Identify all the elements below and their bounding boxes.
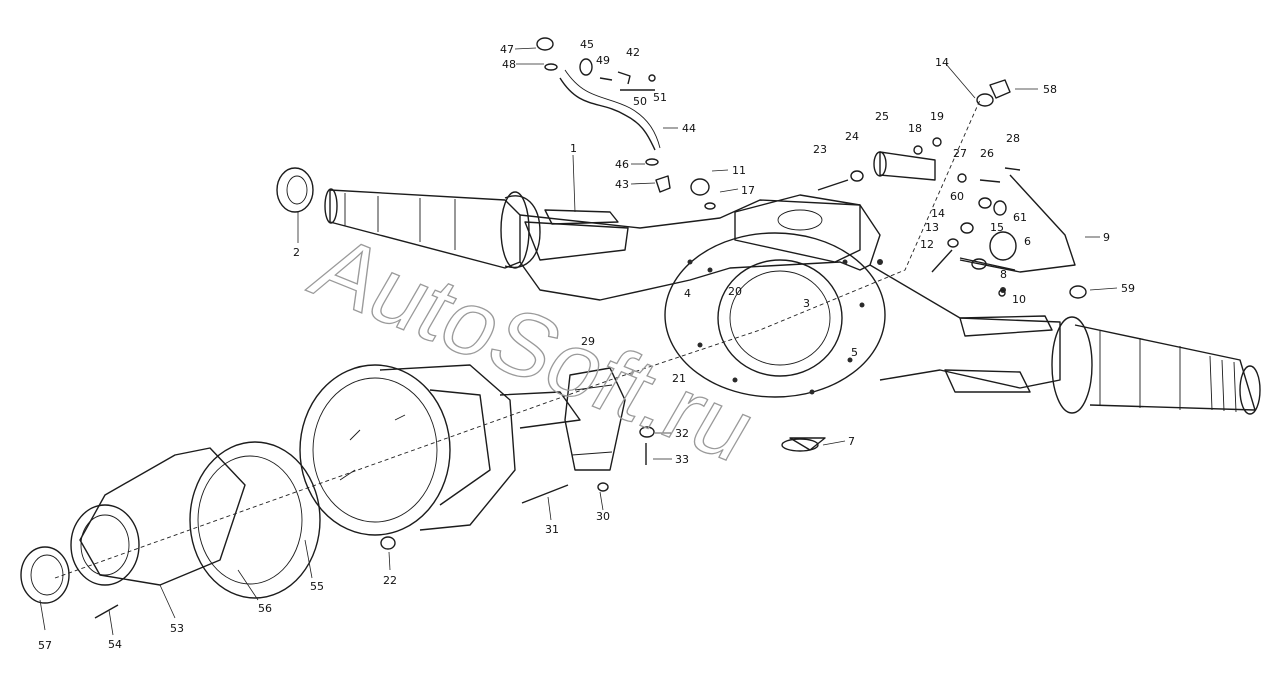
small-hardware [94, 37, 1087, 619]
label-53: 53 [170, 622, 184, 635]
label-49: 49 [596, 54, 610, 67]
label-23: 23 [813, 143, 827, 156]
label-42: 42 [626, 46, 640, 59]
alignment-line [54, 99, 981, 579]
label-59: 59 [1121, 282, 1135, 295]
label-58: 58 [1043, 83, 1057, 96]
label-20: 20 [728, 285, 742, 298]
rear-cover [70, 441, 321, 599]
label-47: 47 [500, 43, 514, 56]
label-33: 33 [675, 453, 689, 466]
label-32: 32 [675, 427, 689, 440]
label-26: 26 [980, 147, 994, 160]
label-2: 2 [293, 246, 300, 259]
brake-cylinder [873, 151, 936, 181]
label-14-top: 14 [935, 56, 949, 69]
label-43: 43 [615, 178, 629, 191]
label-46: 46 [615, 158, 629, 171]
breather-hose [559, 69, 661, 151]
label-12: 12 [920, 238, 934, 251]
label-31: 31 [545, 523, 559, 536]
label-50: 50 [633, 95, 647, 108]
label-8: 8 [1000, 268, 1007, 281]
label-6: 6 [1024, 235, 1031, 248]
hub-nut-ring [276, 167, 314, 213]
cross-shaft [959, 174, 1076, 273]
label-28: 28 [1006, 132, 1020, 145]
label-29: 29 [581, 335, 595, 348]
label-51: 51 [653, 91, 667, 104]
label-15: 15 [990, 221, 1004, 234]
label-7: 7 [848, 435, 855, 448]
axle-housing [324, 188, 1261, 415]
label-27: 27 [953, 147, 967, 160]
oil-seal-ring [20, 546, 70, 604]
label-4: 4 [684, 287, 691, 300]
label-44: 44 [682, 122, 696, 135]
label-5: 5 [851, 346, 858, 359]
label-10: 10 [1012, 293, 1026, 306]
label-57: 57 [38, 639, 52, 652]
label-56: 56 [258, 602, 272, 615]
label-11: 11 [732, 164, 746, 177]
label-60: 60 [950, 190, 964, 203]
differential-carrier [299, 364, 626, 536]
leader-lines [39, 47, 1118, 636]
label-9: 9 [1103, 231, 1110, 244]
label-21: 21 [672, 372, 686, 385]
label-13: 13 [925, 221, 939, 234]
label-48: 48 [502, 58, 516, 71]
label-54: 54 [108, 638, 122, 651]
label-19: 19 [930, 110, 944, 123]
label-14-mid: 14 [931, 207, 945, 220]
label-22: 22 [383, 574, 397, 587]
label-55: 55 [310, 580, 324, 593]
label-61: 61 [1013, 211, 1027, 224]
label-17: 17 [741, 184, 755, 197]
label-30: 30 [596, 510, 610, 523]
label-45: 45 [580, 38, 594, 51]
label-24: 24 [845, 130, 859, 143]
label-3: 3 [803, 297, 810, 310]
label-1: 1 [570, 142, 577, 155]
label-18: 18 [908, 122, 922, 135]
label-25: 25 [875, 110, 889, 123]
part-labels: 47 48 45 42 49 50 51 44 1 46 43 11 17 14… [38, 38, 1135, 652]
